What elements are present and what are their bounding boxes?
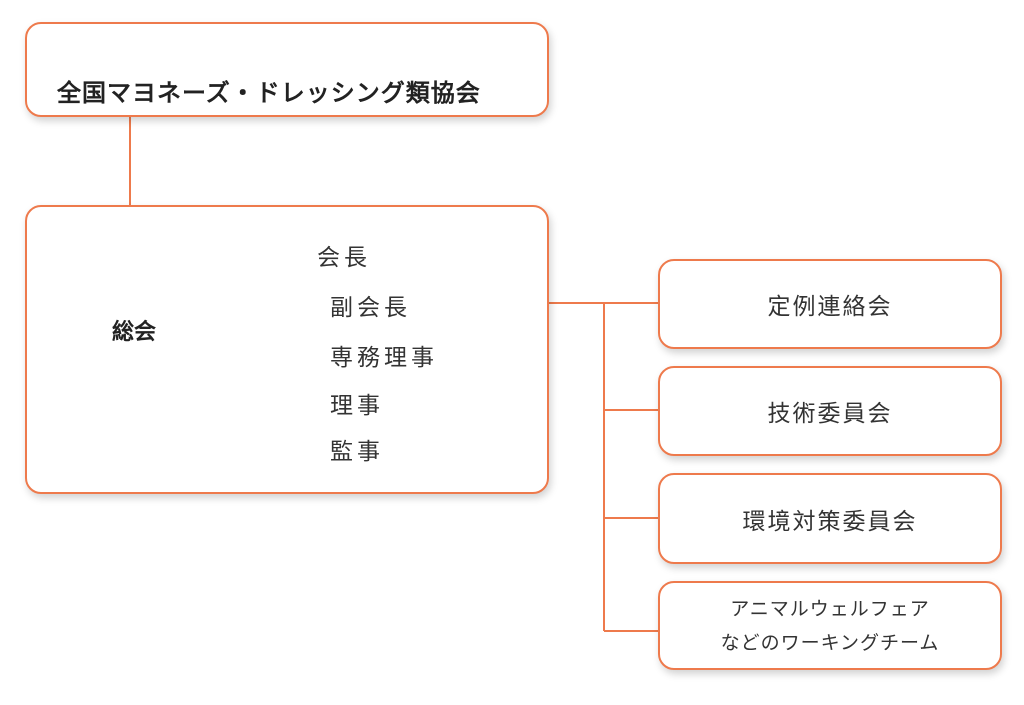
officer-vice-president: 副会長: [330, 295, 411, 321]
committee-technical: 技術委員会: [658, 366, 1002, 456]
committee-label: 環境対策委員会: [742, 508, 918, 535]
general-assembly-box: 総会 会長 副会長 専務理事 理事 監事: [25, 205, 549, 494]
committee-label-line1: アニマルウェルフェア: [730, 597, 930, 620]
organization-box: 全国マヨネーズ・ドレッシング類協会: [25, 22, 549, 117]
officer-director: 理事: [330, 393, 384, 419]
organization-name: 全国マヨネーズ・ドレッシング類協会: [57, 79, 481, 107]
general-assembly-label: 総会: [112, 320, 157, 345]
committee-regular-liaison: 定例連絡会: [658, 259, 1002, 349]
committee-label-line2: などのワーキングチーム: [720, 631, 940, 654]
officer-president: 会長: [317, 245, 371, 271]
officer-auditor: 監事: [330, 439, 384, 465]
committee-animal-welfare-wg: アニマルウェルフェア などのワーキングチーム: [658, 581, 1002, 670]
committee-environment: 環境対策委員会: [658, 473, 1002, 564]
committee-label: 技術委員会: [767, 401, 893, 427]
officer-executive-director: 専務理事: [330, 345, 438, 371]
committee-label: 定例連絡会: [767, 294, 893, 320]
